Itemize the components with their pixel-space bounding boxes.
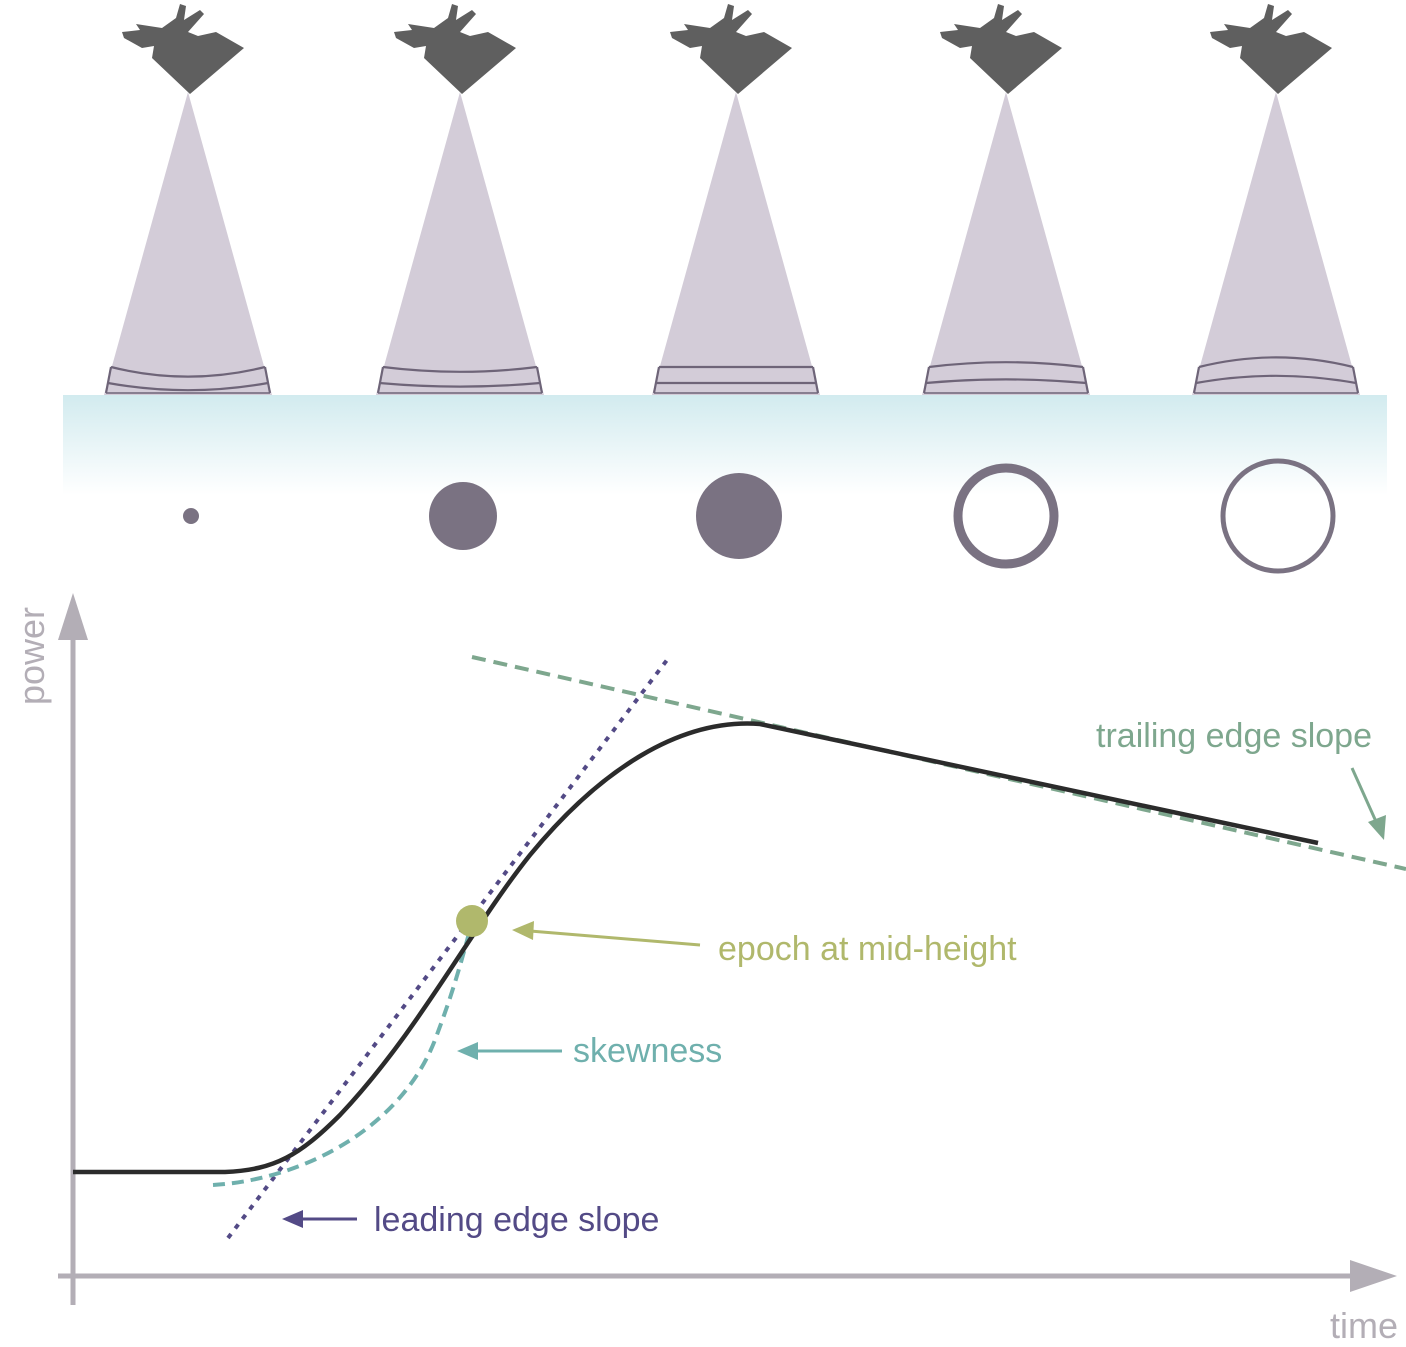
- satellite-icon: [1210, 4, 1332, 94]
- leading-edge-arrow-icon: [282, 1210, 357, 1228]
- skewness-arrow-icon: [457, 1042, 562, 1060]
- footprint-dot: [183, 508, 199, 524]
- radar-beam: [104, 92, 272, 395]
- satellite-icon: [122, 4, 244, 94]
- satellite-unit: [104, 4, 272, 395]
- epoch-arrow-icon: [512, 921, 701, 947]
- annotation-arrows: [282, 767, 1386, 1228]
- skewness-label: skewness: [573, 1032, 722, 1070]
- waveform-curve: [73, 721, 1319, 1175]
- footprint-disc: [696, 473, 782, 559]
- radar-beam: [652, 92, 820, 395]
- footprint-disc: [429, 482, 497, 550]
- epoch-point: [456, 905, 488, 937]
- return-wavefront: [652, 365, 820, 394]
- return-wavefront: [104, 365, 272, 394]
- footprint-ring: [953, 463, 1059, 569]
- satellite-unit: [1192, 4, 1360, 395]
- satellite-row: [104, 4, 1360, 395]
- skewness-curve: [212, 921, 474, 1187]
- satellite-unit: [922, 4, 1090, 395]
- x-axis-arrow-icon: [1350, 1260, 1397, 1292]
- epoch-label: epoch at mid-height: [718, 930, 1017, 968]
- trailing-edge-slope-label: trailing edge slope: [1096, 717, 1372, 755]
- x-axis-label: time: [1330, 1305, 1398, 1346]
- satellite-unit: [376, 4, 544, 395]
- axes: power time: [11, 593, 1398, 1346]
- satellite-icon: [940, 4, 1062, 94]
- return-wavefront: [1192, 356, 1360, 394]
- radar-beam: [376, 92, 544, 395]
- y-axis-arrow-icon: [58, 593, 88, 640]
- footprint-row: [183, 458, 1336, 574]
- trailing-edge-slope-line: [471, 655, 1406, 871]
- return-wavefront: [922, 361, 1090, 394]
- leading-edge-slope-line: [226, 658, 669, 1240]
- satellite-unit: [652, 4, 820, 395]
- return-wavefront: [376, 365, 544, 394]
- radar-beam: [922, 92, 1090, 395]
- trailing-edge-arrow-icon: [1350, 767, 1386, 840]
- satellite-icon: [670, 4, 792, 94]
- leading-edge-slope-label: leading edge slope: [374, 1201, 659, 1239]
- y-axis-label: power: [11, 607, 52, 705]
- footprint-ring: [1220, 458, 1336, 574]
- radar-beam: [1192, 92, 1360, 395]
- satellite-icon: [394, 4, 516, 94]
